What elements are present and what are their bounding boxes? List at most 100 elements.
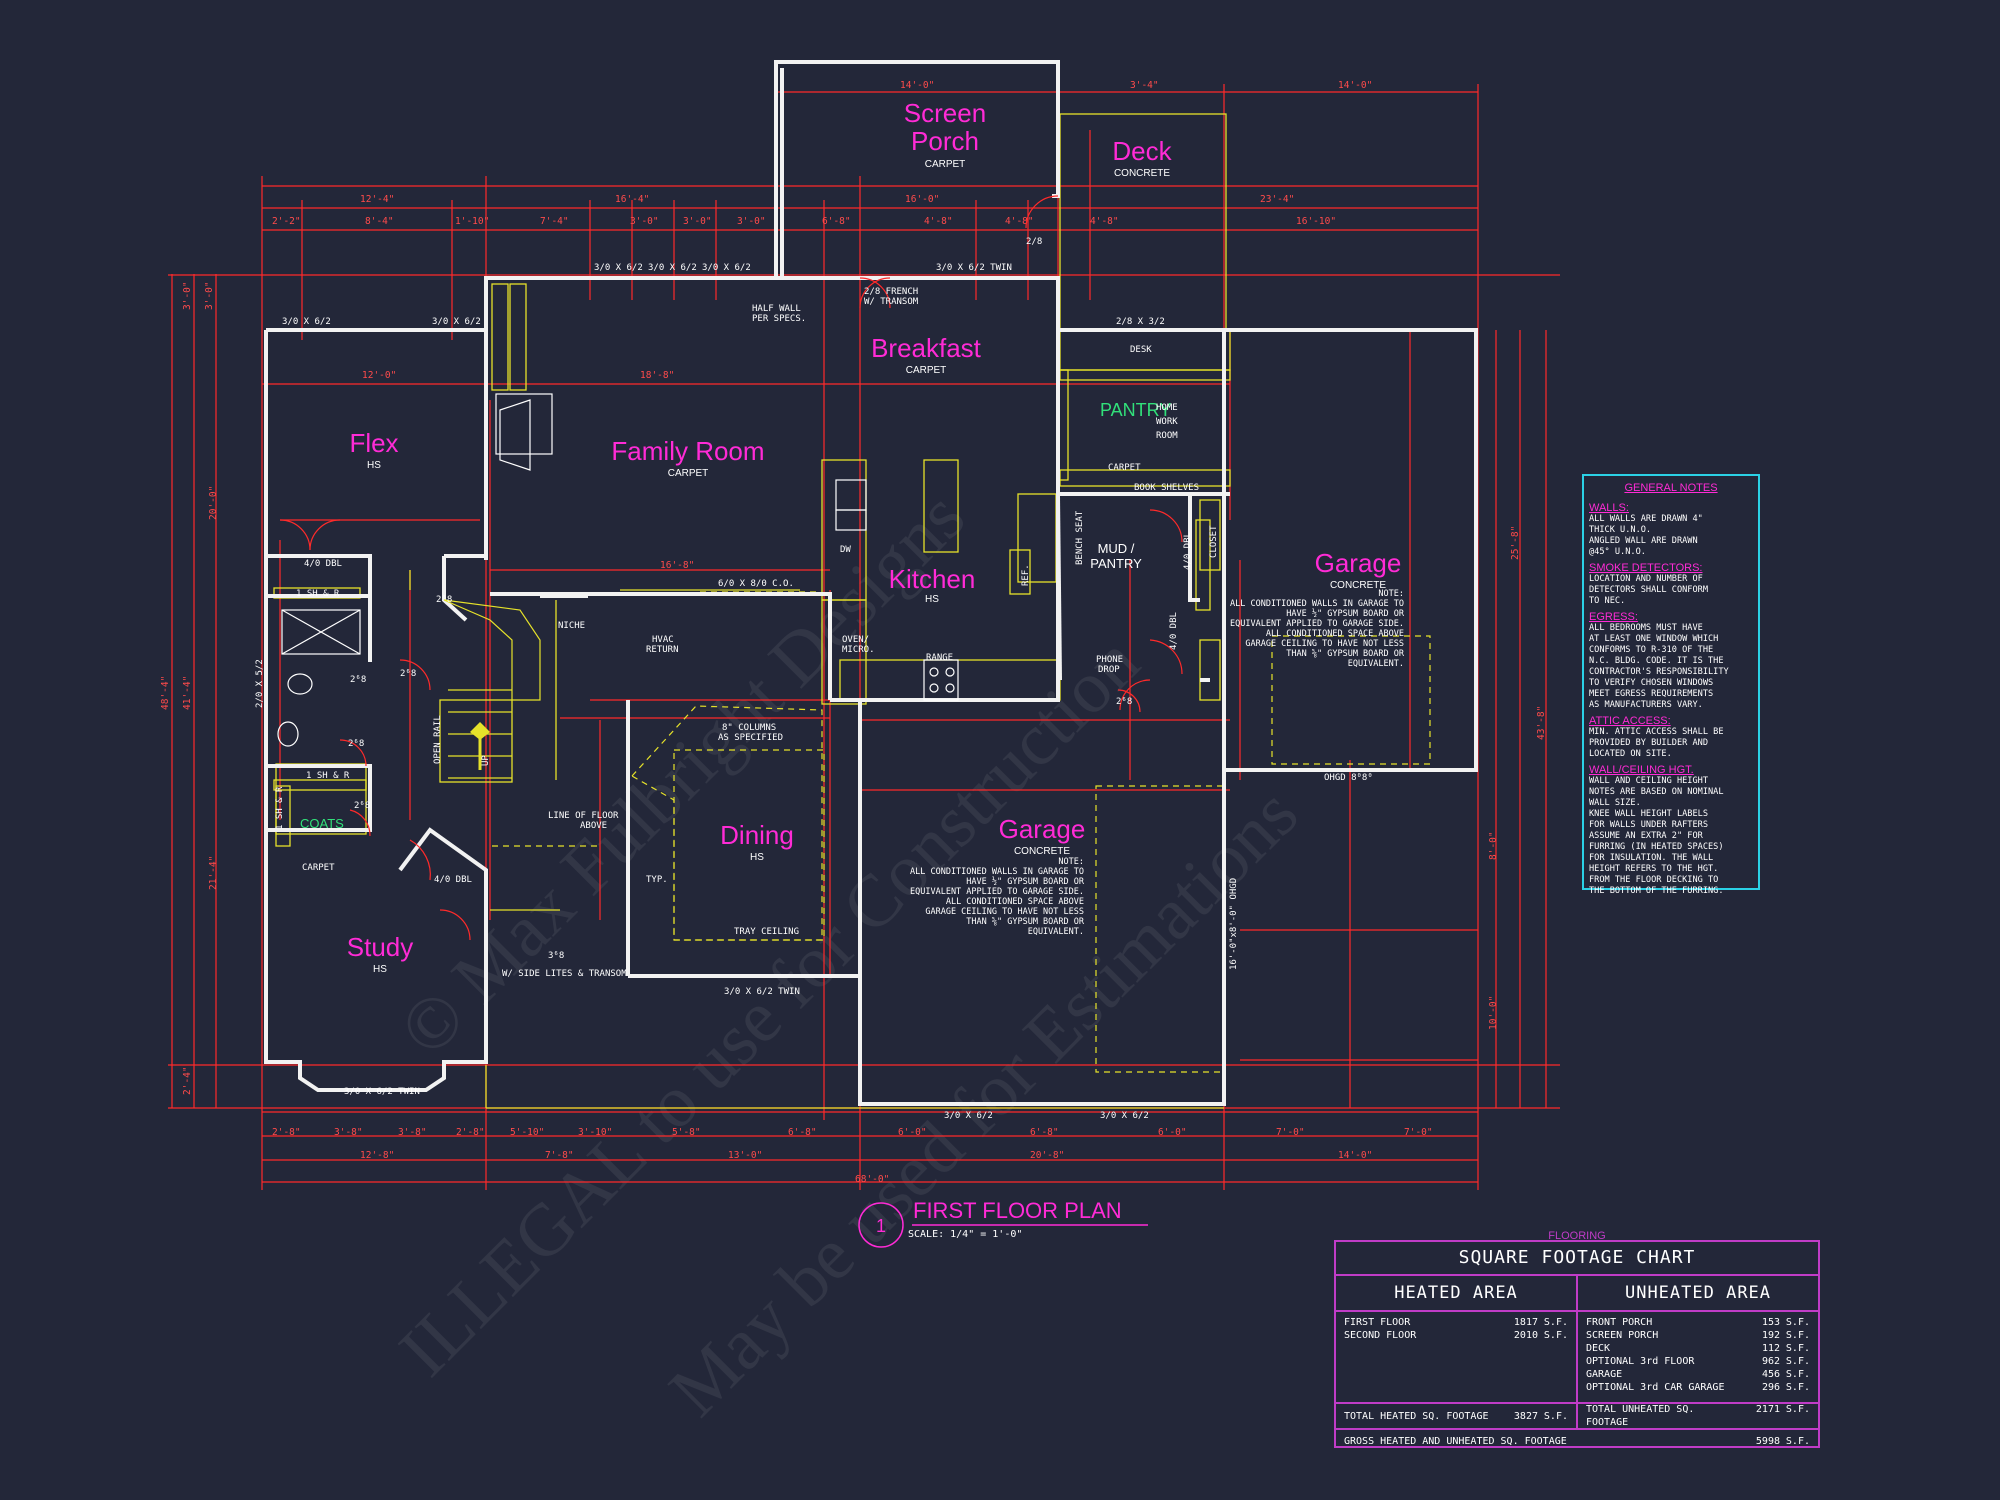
heated-area-header: HEATED AREA — [1336, 1276, 1578, 1310]
plan-scale: SCALE: 1/4" = 1'-0" — [908, 1229, 1022, 1240]
dimension-texts: 14'-0" 3'-4" 14'-0" 12'-4" 16'-4" 16'-0"… — [160, 80, 1547, 1185]
dim-text: 12'-0" — [362, 370, 396, 381]
garage-note-line: ALL CONDITIONED SPACE ABOVE — [1266, 629, 1404, 639]
label: RETURN — [646, 645, 679, 655]
plan-number-circle — [858, 1202, 904, 1248]
label: NICHE — [558, 621, 585, 631]
dim-text: 4'-8" — [1090, 216, 1119, 227]
label: LINE OF FLOOR — [548, 811, 619, 821]
dim-text: 8'-4" — [365, 216, 394, 227]
general-notes-title: GENERAL NOTES — [1624, 482, 1718, 494]
door-label: 2⁶8 — [354, 801, 370, 811]
room-garage-right-name: Garage — [1315, 548, 1402, 578]
label: HVAC — [652, 635, 674, 645]
label: MICRO. — [842, 645, 875, 655]
garage-note-line: NOTE: — [1058, 857, 1084, 867]
dim-text: 18'-8" — [640, 370, 674, 381]
dim-text: 2'-8" — [456, 1127, 485, 1138]
dim-text: 6'-0" — [1158, 1127, 1187, 1138]
door-label: 3⁶8 — [548, 951, 564, 961]
dim-text: 4'-8" — [924, 216, 953, 227]
label: DROP — [1098, 665, 1120, 675]
label: AS SPECIFIED — [718, 733, 783, 743]
dim-text: 2'-2" — [272, 216, 301, 227]
dim-text: 12'-8" — [360, 1150, 394, 1161]
label: RANGE — [926, 653, 953, 663]
dim-text: 2'-4" — [182, 1066, 193, 1095]
window-label: 3/0 X 6/2 — [432, 317, 481, 327]
door-label: 2⁶8 — [348, 739, 364, 749]
dim-text: 3'-4" — [1130, 80, 1159, 91]
desk-label: DESK — [1130, 345, 1152, 355]
garage-note-line: HAVE ½" GYPSUM BOARD OR — [966, 876, 1085, 887]
dim-text: 12'-4" — [360, 194, 394, 205]
room-home-work-room-3: ROOM — [1156, 431, 1178, 441]
square-footage-chart: FLOORING SQUARE FOOTAGE CHART HEATED ARE… — [1334, 1230, 1820, 1448]
cabinetry — [273, 113, 1231, 1109]
room-screen-porch-floor: CARPET — [925, 159, 966, 170]
general-notes-body: WALL AND CEILING HEIGHT NOTES ARE BASED … — [1589, 776, 1724, 896]
room-family-room-name: Family Room — [611, 436, 764, 466]
label: 8" COLUMNS — [722, 723, 776, 733]
door-swings — [279, 195, 1183, 941]
chart-title: SQUARE FOOTAGE CHART — [1336, 1242, 1818, 1276]
label: 1 SH & R — [306, 771, 350, 781]
dim-text: 3'-8" — [334, 1127, 363, 1138]
dim-text: 1'-10" — [455, 216, 489, 227]
room-home-work-room-2: WORK — [1156, 417, 1178, 427]
label: PHONE — [1096, 655, 1123, 665]
unheated-area-header: UNHEATED AREA — [1624, 1283, 1772, 1303]
door-label: W/ TRANSOM — [864, 297, 919, 307]
garage-note-line: THAN ⅝" GYPSUM BOARD OR — [966, 917, 1085, 927]
garage-note-line: HAVE ½" GYPSUM BOARD OR — [1286, 608, 1405, 619]
dim-text: 5'-8" — [672, 1127, 701, 1138]
room-dining-floor: HS — [750, 852, 764, 863]
room-study-name: Study — [347, 932, 414, 962]
general-notes-head: WALL/CEILING HGT. — [1589, 764, 1694, 776]
plan-title: FIRST FLOOR PLAN — [913, 1198, 1122, 1223]
dim-text: 7'-8" — [545, 1150, 574, 1161]
garage-note-line: EQUIVALENT. — [1028, 927, 1084, 937]
dim-text: 7'-4" — [540, 216, 569, 227]
note-label: HALF WALL — [752, 304, 801, 314]
dim-text: 3'-8" — [398, 1127, 427, 1138]
general-notes-head: ATTIC ACCESS: — [1589, 715, 1671, 727]
garage-note-line: ALL CONDITIONED WALLS IN GARAGE TO — [1230, 599, 1404, 609]
garage-note-line: NOTE: — [1378, 589, 1404, 599]
dim-text: 3'-10" — [578, 1127, 612, 1138]
room-breakfast-name: Breakfast — [871, 333, 982, 363]
garage-note-line: GARAGE CEILING TO HAVE NOT LESS — [925, 907, 1084, 917]
dim-text: 6'-8" — [788, 1127, 817, 1138]
dim-text: 16'-4" — [615, 194, 649, 205]
door-label: 2⁶8 — [436, 595, 452, 605]
label: 6/0 X 8/0 C.O. — [718, 579, 794, 589]
label: W/ SIDE LITES & TRANSOM — [502, 969, 627, 979]
label: 1 SH & R — [296, 589, 340, 599]
dim-text: 6'-8" — [1030, 1127, 1059, 1138]
label: DW — [840, 545, 851, 555]
label: OHGD 8⁰8⁰ — [1324, 773, 1373, 783]
general-notes-head: SMOKE DETECTORS: — [1589, 562, 1703, 574]
window-label: 3/0 X 6/2 — [944, 1111, 993, 1121]
door-label: 2/8 — [1026, 237, 1042, 247]
door-label: 4/0 DBL — [1183, 532, 1193, 570]
window-label: 3/0 X 6/2 — [648, 263, 697, 273]
dim-text: 14'-0" — [900, 80, 934, 91]
label: REF. — [1021, 564, 1031, 586]
garage-note-line: THAN ⅝" GYPSUM BOARD OR — [1286, 649, 1405, 659]
window-label: 3/0 X 6/2 — [1100, 1111, 1149, 1121]
plan-annotations: 3/0 X 6/2 3/0 X 6/2 3/0 X 6/2 3/0 X 6/2 … — [255, 237, 1373, 1121]
garage-note-line: ALL CONDITIONED SPACE ABOVE — [946, 897, 1084, 907]
general-notes-body: ALL WALLS ARE DRAWN 4" THICK U.N.O. ANGL… — [1589, 514, 1703, 557]
room-pantry-name: PANTRY — [1100, 400, 1171, 420]
dim-text: 20'-8" — [1030, 1150, 1064, 1161]
garage-note-line: EQUIVALENT APPLIED TO GARAGE SIDE. — [910, 887, 1084, 897]
label: 1 SH & R — [275, 786, 285, 830]
door-label: 2⁶8 — [1116, 697, 1132, 707]
